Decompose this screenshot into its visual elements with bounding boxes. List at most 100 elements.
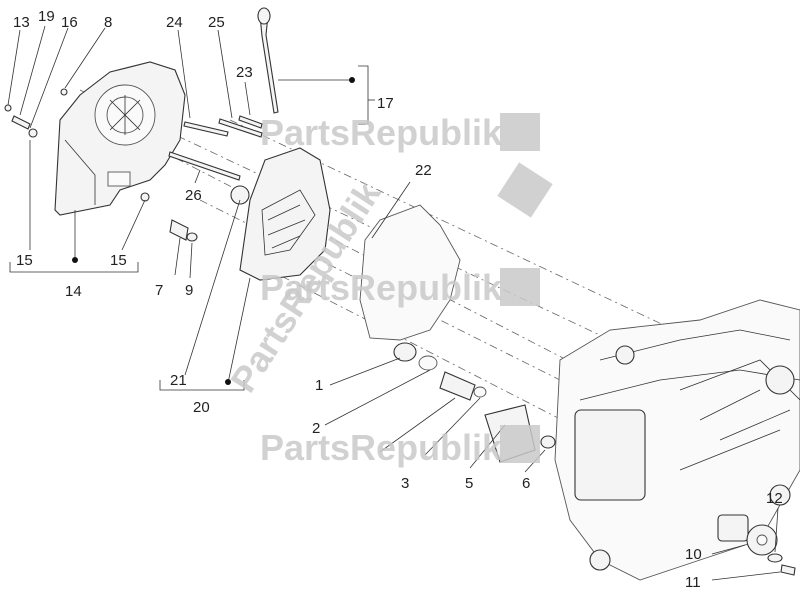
callout-16: 16 [61,14,78,31]
crankcase-ribs [679,359,800,471]
part-26-bolt [168,151,241,181]
crankcase-edge [599,329,791,361]
leader-15-right [121,199,146,251]
leader-26 [194,169,201,184]
sensor-parts [169,219,198,242]
sprocket-hub [756,534,768,546]
leader-16 [29,27,69,129]
callout-9: 9 [185,282,193,299]
part-14-cover [54,61,186,216]
callout-3: 3 [401,475,409,492]
leader-21 [184,199,241,376]
leader-1 [329,357,401,386]
leader-3 [379,397,456,453]
leader-5 [469,424,506,469]
marker-14 [72,257,78,263]
watermark-text: PartsRepublik [260,267,503,308]
callout-24: 24 [166,14,183,31]
callout-22: 22 [415,162,432,179]
bracket-17 [358,65,369,125]
watermark-flag-icon [497,162,553,218]
callout-26: 26 [185,187,202,204]
leader-7 [174,237,181,276]
group-markers [72,77,355,385]
callout-10: 10 [685,546,702,563]
cover-rib [64,139,96,205]
bracket-20 [159,380,245,391]
leader-24 [177,29,191,119]
marker-20 [225,379,231,385]
part-24-bolt [183,121,229,137]
leader-9 [189,242,193,279]
callout-20: 20 [193,399,210,416]
callout-8: 8 [104,14,112,31]
crankcase-boss [589,549,611,571]
callout-21: 21 [170,372,187,389]
crankcase-boss [769,484,791,506]
leader-19 [19,25,46,116]
part-2-oring [418,355,438,371]
part-16-washer [28,128,38,138]
leader-10 [711,544,746,555]
leader-12 [774,507,779,553]
bracket-14 [9,262,139,273]
leader-3b [424,397,481,456]
cover-fan-spokes [109,95,141,135]
callout-6: 6 [522,475,530,492]
callout-7: 7 [155,282,163,299]
long-bolts [168,7,279,181]
part-21-seal [230,185,250,205]
part-20-housing [230,147,331,281]
callout-17: 17 [377,95,394,112]
part-13-bolt [4,104,12,112]
crankcase-boss [765,365,795,395]
leader-2 [324,369,431,426]
callout-12: 12 [766,490,783,507]
leader-13 [7,29,21,106]
part-11-bolt [780,564,796,576]
callout-14: 14 [65,283,82,300]
watermark-flag-icon [500,268,540,306]
leader-20 [227,277,251,384]
dipstick-cap [257,7,271,25]
watermark-flag-icon [500,113,540,151]
part-1-plug [393,342,417,362]
part-23-bolt [238,115,263,129]
part-6-nipple [540,435,556,449]
callout-numbers: 13 19 16 8 24 25 23 17 26 22 15 15 14 7 … [13,8,783,591]
left-fasteners [4,88,150,202]
leader-22 [371,181,411,239]
callout-5: 5 [465,475,473,492]
crankcase-bore [574,409,646,501]
part-10-pump [717,514,749,542]
part-22-gasket [359,204,461,341]
part-9-washer [186,232,198,242]
leader-lines [7,25,781,581]
part-25-bolt [218,118,263,138]
callout-25: 25 [208,14,225,31]
watermark-text: PartsRepublik [260,427,503,468]
part-17-dipstick [259,14,279,114]
callout-23: 23 [236,64,253,81]
part-12-washer [767,553,783,563]
callout-13: 13 [13,14,30,31]
oil-pump-parts [717,514,796,576]
callout-15-left: 15 [16,252,33,269]
housing-inner [261,189,316,256]
part-3-filter-element [439,371,476,401]
watermark-text: PartsRepublik [260,112,503,153]
cover-tab [107,171,131,187]
leader-23 [244,81,251,116]
housing-body [239,147,331,281]
crankcase-boss [615,345,635,365]
leader-25 [217,29,233,119]
housing-ribs [267,204,306,249]
part-19-bolt [11,115,31,130]
leader-11 [711,571,781,581]
watermark-flag-icon [500,425,540,463]
part-15-bush [140,192,150,202]
part-3-oring [473,386,487,398]
callout-1: 1 [315,377,323,394]
